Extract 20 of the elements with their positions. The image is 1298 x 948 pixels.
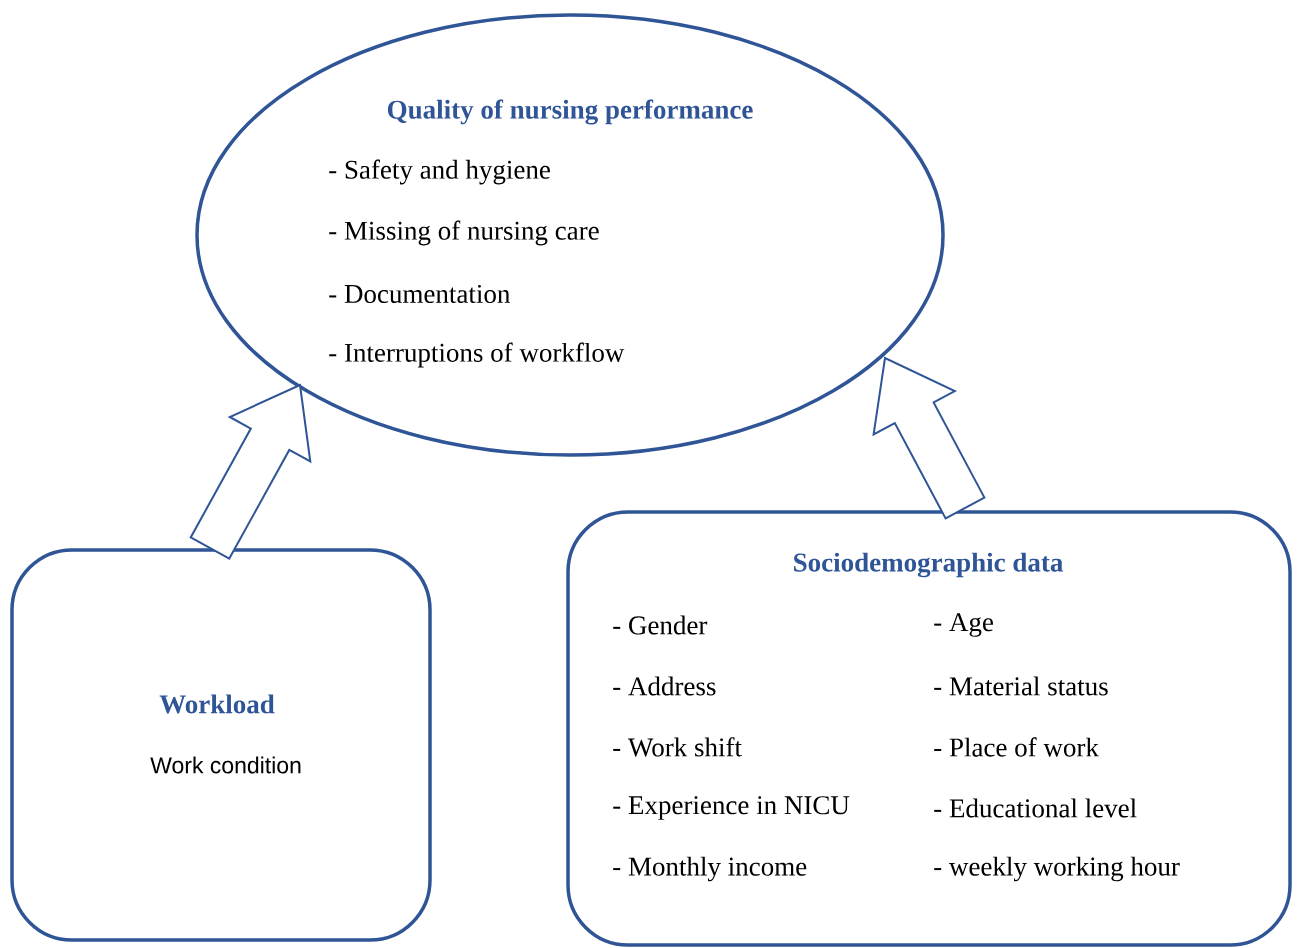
heading-text: Workload xyxy=(159,694,275,714)
block-arrow xyxy=(872,356,986,520)
block-arrow xyxy=(189,383,312,560)
list-item-text: - weekly working hour xyxy=(934,856,1180,882)
heading-text: Sociodemographic data xyxy=(794,552,1063,578)
list-item-text: - Experience in NICU xyxy=(613,796,850,820)
list-item-text: - Missing of nursing care xyxy=(329,220,599,246)
list-item-text: - Age xyxy=(934,613,993,637)
list-item-text: - Place of work xyxy=(934,737,1099,757)
list-item-text: - Interruptions of workflow xyxy=(329,342,625,368)
list-item-text: - Educational level xyxy=(934,798,1137,818)
list-item-text: - Documentation xyxy=(329,284,510,304)
list-item-text: - Address xyxy=(613,676,716,696)
body-text: Work condition xyxy=(150,756,301,774)
list-item-text: - Gender xyxy=(613,615,708,635)
list-item-text: - Monthly income xyxy=(613,856,807,882)
list-item-text: - Safety and hygiene xyxy=(329,159,550,185)
list-item-text: - Material status xyxy=(934,676,1108,696)
heading-text: Quality of nursing performance xyxy=(387,99,753,125)
list-item-text: - Work shift xyxy=(613,737,742,757)
